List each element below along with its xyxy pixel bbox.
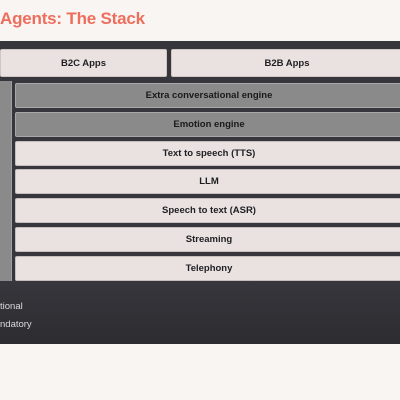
b2c-apps-box: B2C Apps (0, 49, 167, 77)
legend-optional-label: tional (0, 301, 23, 312)
panel-footer (0, 283, 400, 344)
b2c-apps-label: B2C Apps (60, 57, 107, 69)
layer-label: Telephony (185, 263, 233, 274)
layer-label: Extra conversational engine (145, 90, 273, 101)
b2b-apps-box: B2B Apps (171, 49, 400, 77)
side-column (0, 81, 12, 281)
layer-emotion-engine: Emotion engine (15, 112, 400, 137)
layer-telephony: Telephony (15, 256, 400, 281)
b2b-apps-label: B2B Apps (264, 57, 310, 69)
layer-label: Text to speech (TTS) (162, 148, 256, 159)
layer-label: Speech to text (ASR) (162, 205, 256, 216)
layer-label: LLM (199, 176, 219, 187)
layer-streaming: Streaming (15, 227, 400, 252)
page-title: Agents: The Stack (0, 9, 145, 28)
layer-llm: LLM (15, 169, 400, 194)
layer-speech-to-text: Speech to text (ASR) (15, 198, 400, 223)
layer-label: Streaming (185, 234, 233, 245)
layer-extra-conversational-engine: Extra conversational engine (15, 83, 400, 108)
layer-text-to-speech: Text to speech (TTS) (15, 141, 400, 166)
layer-label: Emotion engine (173, 119, 245, 130)
legend-mandatory-label: ndatory (0, 319, 32, 330)
